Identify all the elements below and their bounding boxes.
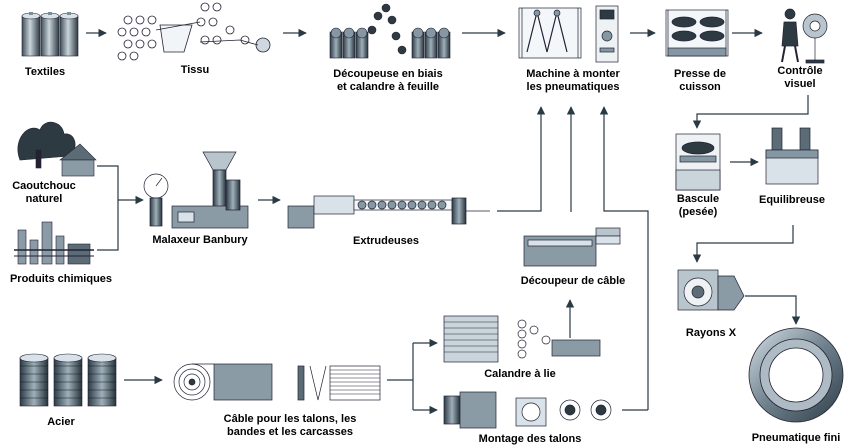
calandre-lie-icon <box>443 315 601 363</box>
label-tissu: Tissu <box>180 64 210 76</box>
cable-machine-icon <box>173 363 381 401</box>
label-controle: Contrôle visuel <box>777 65 823 90</box>
label-acier: Acier <box>47 416 75 428</box>
presse-cuisson-icon <box>665 9 729 57</box>
rayons-x-icon <box>677 269 745 311</box>
label-rayons: Rayons X <box>685 327 737 339</box>
label-extrudeuses: Extrudeuses <box>352 235 420 247</box>
label-cable: Câble pour les talons, les bandes et les… <box>223 413 357 438</box>
tissu-machine-icon <box>117 2 271 61</box>
label-decoupeur-cable: Découpeur de câble <box>520 275 626 287</box>
label-banbury: Malaxeur Banbury <box>152 234 248 246</box>
tire-icon <box>748 327 844 423</box>
label-equilibreuse: Equilibreuse <box>758 194 826 206</box>
produits-chimiques-icon <box>14 221 94 265</box>
label-textiles: Textiles <box>24 66 66 78</box>
label-produits: Produits chimiques <box>9 273 113 285</box>
caoutchouc-tree-icon <box>17 121 97 177</box>
label-machine: Machine à monter les pneumatiques <box>526 68 620 93</box>
label-presse: Presse de cuisson <box>674 68 726 93</box>
arrow-montage-machine <box>599 106 649 410</box>
label-bascule: Bascule (pesée) <box>676 193 720 218</box>
decoupeuse-icon <box>329 3 451 59</box>
bracket-raw <box>97 165 119 251</box>
textiles-icon <box>21 12 79 57</box>
arrow-controle-bascule <box>692 95 809 129</box>
label-montage: Montage des talons <box>478 433 582 445</box>
equilibreuse-icon <box>765 127 819 185</box>
montage-talons-icon <box>443 391 612 429</box>
label-fini: Pneumatique fini <box>751 432 841 444</box>
flow-arrows <box>86 28 809 415</box>
arrow-rayons-fini <box>745 295 801 325</box>
label-caoutchouc: Caoutchouc naturel <box>12 180 76 205</box>
label-decoupeuse: Découpeuse en biais et calandre à feuill… <box>333 68 443 93</box>
controle-visuel-icon <box>781 8 828 64</box>
extrudeuses-icon <box>287 195 490 229</box>
machine-monter-icon <box>518 5 619 63</box>
acier-coils-icon <box>19 353 117 407</box>
decoupeur-cable-icon <box>523 227 621 267</box>
label-calandre-lie: Calandre à lie <box>484 368 556 380</box>
banbury-mixer-icon <box>143 151 249 229</box>
arrow-extrudeuses-machine <box>497 106 546 212</box>
arrow-equilibreuse-rayons <box>692 225 794 263</box>
bascule-icon <box>675 133 721 191</box>
